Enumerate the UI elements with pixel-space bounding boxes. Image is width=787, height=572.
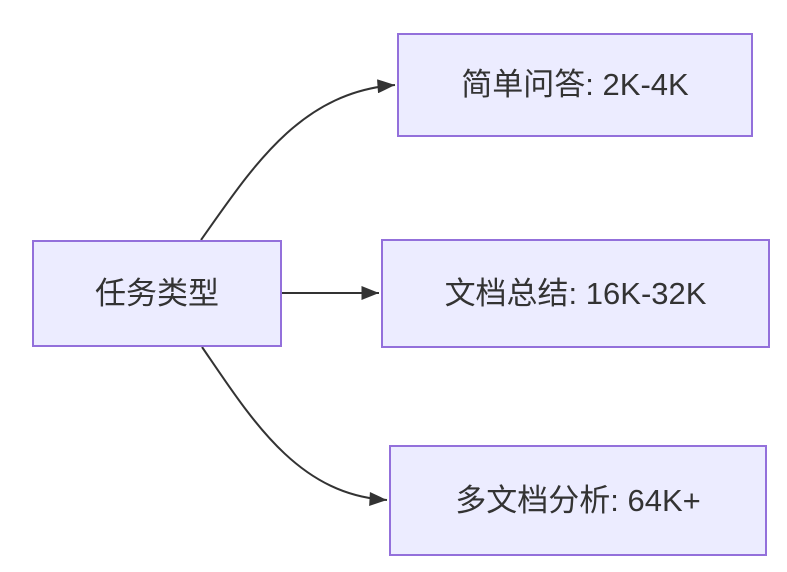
edge-task-type-to-simple-qa [200,79,396,241]
node-simple-qa-label: 简单问答: 2K-4K [461,67,689,103]
node-task-type: 任务类型 [32,240,282,347]
edge-task-type-to-multi-doc-analysis [201,346,388,506]
node-multi-doc-analysis-label: 多文档分析: 64K+ [455,482,701,518]
node-task-type-label: 任务类型 [95,275,219,311]
node-doc-summary-label: 文档总结: 16K-32K [444,275,707,311]
node-simple-qa: 简单问答: 2K-4K [397,33,753,137]
node-multi-doc-analysis: 多文档分析: 64K+ [389,445,767,556]
node-doc-summary: 文档总结: 16K-32K [381,239,770,348]
